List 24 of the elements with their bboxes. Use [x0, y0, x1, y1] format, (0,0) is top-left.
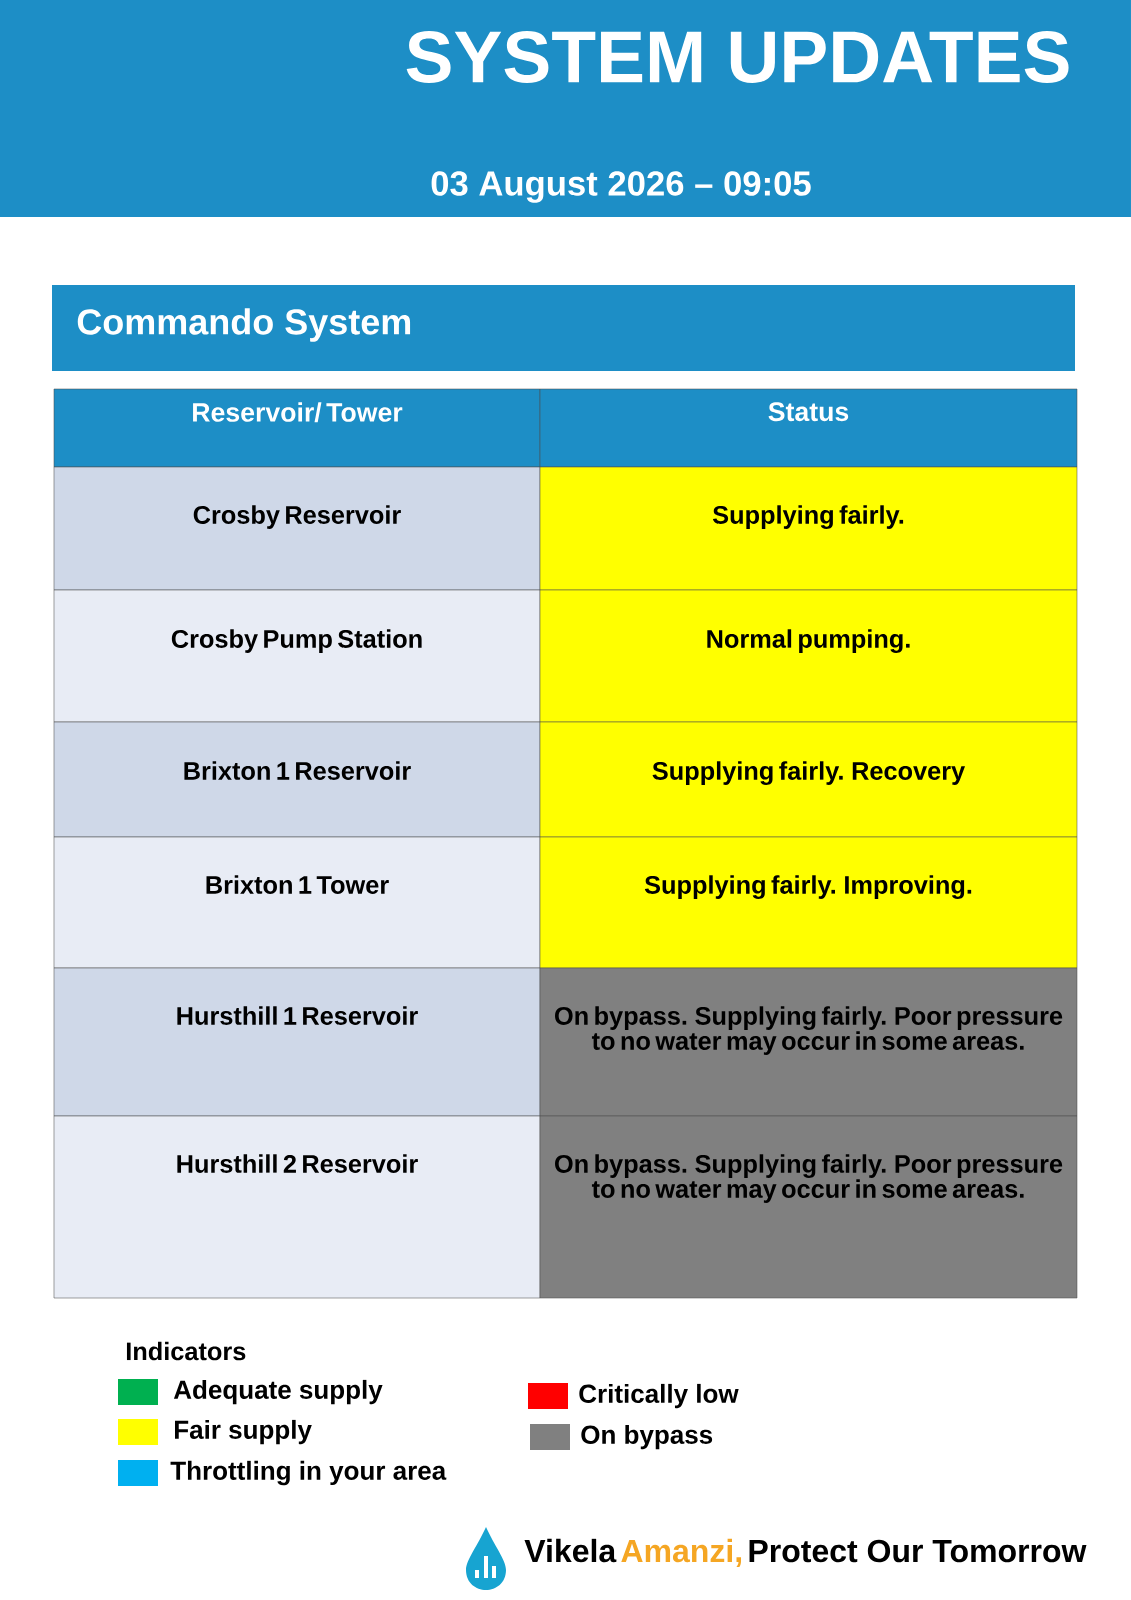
table-cell: Supplying fairly. Recovery	[539, 721, 1078, 838]
legend-title: Indicators	[126, 1341, 246, 1361]
table-cell: Supplying fairly. Improving.	[539, 836, 1078, 969]
section-header: Commando System	[52, 285, 1075, 371]
title: SYSTEM UPDATES	[406, 31, 1069, 83]
slogan-text: VikelaAmanzi, Protect Our Tomorrow	[524, 1538, 1087, 1567]
table-cell: On bypass. Supplying fairly. Poor pressure to no water may occur in some areas.	[539, 967, 1078, 1117]
table-cell: Normal pumping.	[539, 589, 1078, 723]
legend-label: Fair supply	[175, 1419, 312, 1445]
table-header-cell: Status	[539, 388, 1078, 468]
legend-label: Critically low	[579, 1383, 739, 1409]
table-cell: Supplying fairly.	[539, 466, 1078, 591]
date-text: 03 August 2026 – 09:05	[431, 171, 811, 203]
table-cell: Brixton 1 Tower	[53, 836, 541, 969]
table-header-cell: Reservoir/ Tower	[53, 388, 541, 468]
legend-label: Adequate supply	[173, 1379, 383, 1405]
table-cell: Hursthill 2 Reservoir	[53, 1115, 541, 1299]
table-cell: On bypass. Supplying fairly. Poor pressure to no water may occur in some areas.	[539, 1115, 1078, 1299]
table-cell: Brixton 1 Reservoir	[53, 721, 541, 838]
legend-label: On bypass	[581, 1424, 713, 1450]
table-cell: Crosby Reservoir	[53, 466, 541, 591]
table-cell: Crosby Pump Station	[53, 589, 541, 723]
table-cell: Hursthill 1 Reservoir	[53, 967, 541, 1117]
legend-label: Throttling in your area	[170, 1460, 447, 1486]
